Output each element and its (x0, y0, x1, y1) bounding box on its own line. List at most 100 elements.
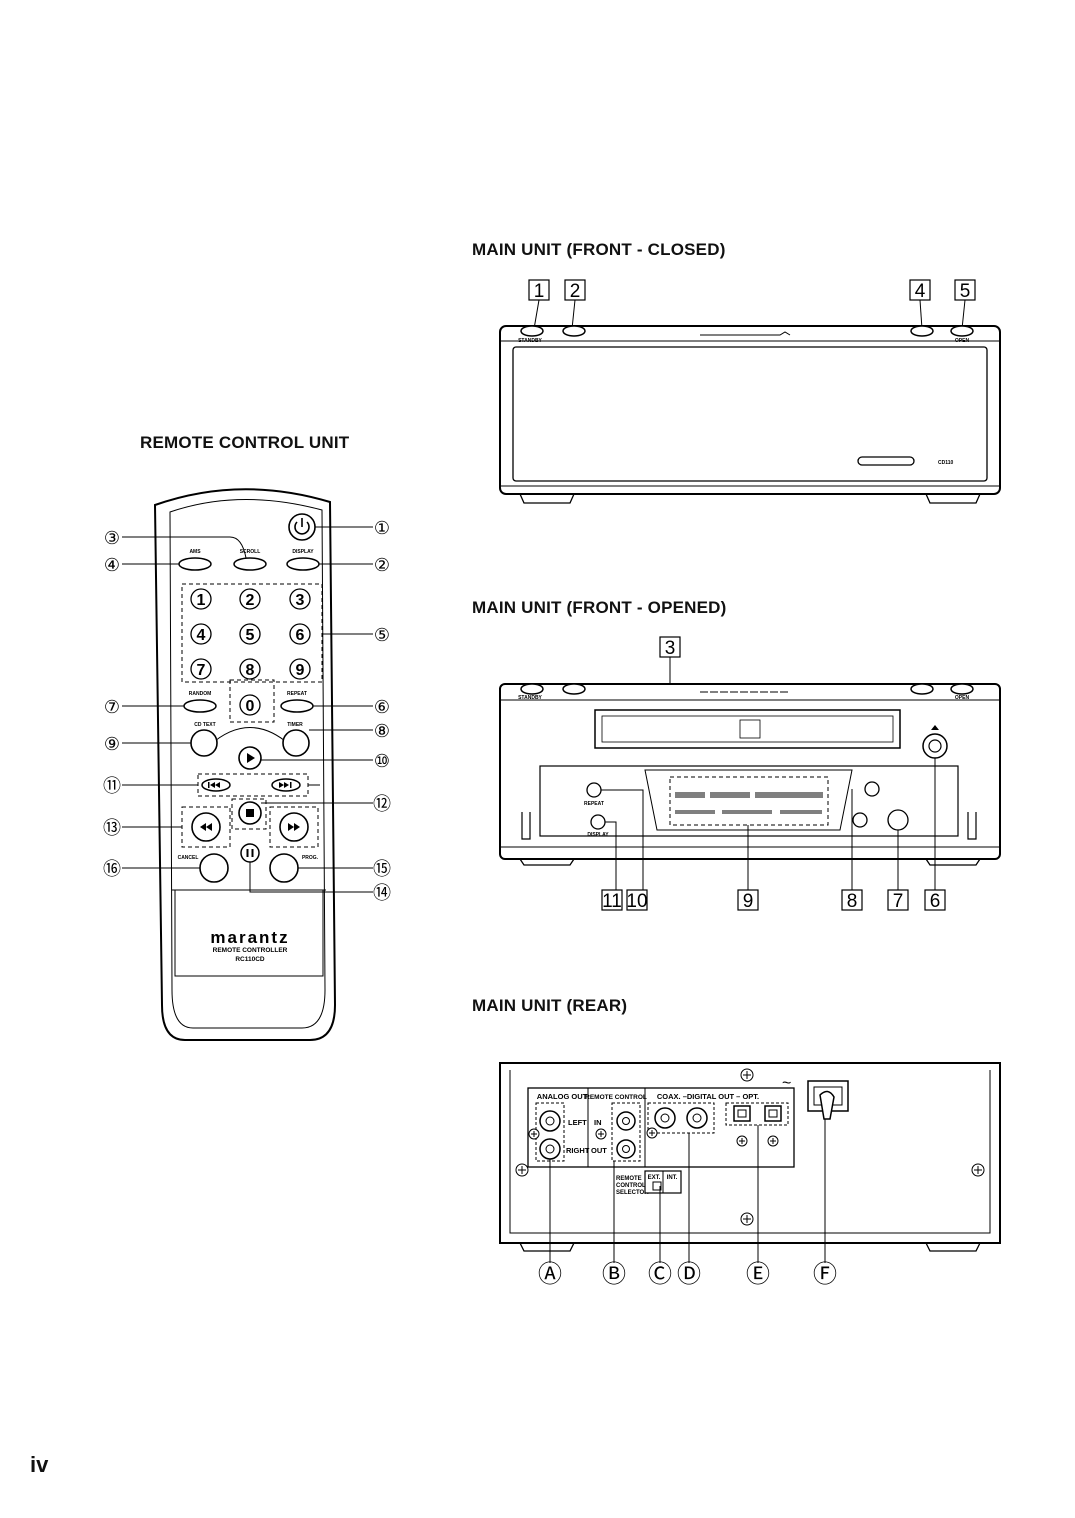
remote-control-label: REMOTE CONTROL (585, 1094, 647, 1101)
digit-2-button[interactable]: 2 (239, 588, 261, 610)
open-label: OPEN (955, 338, 970, 344)
screw-icon (767, 1135, 779, 1147)
standby-label: STANDBY (518, 338, 542, 344)
ext-label: EXT. (648, 1175, 661, 1181)
digit-5-button[interactable]: 5 (239, 623, 261, 645)
model-line-1: REMOTE CONTROLLER (213, 947, 288, 954)
cd-text-label: CD TEXT (194, 722, 215, 728)
optical-out-jack[interactable] (733, 1105, 751, 1122)
callout-3: ③ (104, 528, 120, 548)
remote-sensor (887, 809, 909, 831)
skip-forward-icon (279, 782, 292, 788)
callout-F: Ⓕ (813, 1261, 837, 1288)
pause-icon (246, 849, 254, 857)
callout-box-11: 11 (601, 889, 623, 912)
digit-6-button[interactable]: 6 (289, 623, 311, 645)
callout-box-1: 1 (528, 279, 550, 302)
rewind-icon (200, 823, 212, 831)
ams-button[interactable] (178, 557, 212, 571)
stop-button[interactable] (562, 325, 586, 337)
display-label: DISPLAY (292, 549, 314, 555)
out-label: OUT (591, 1146, 607, 1155)
play-pause-button[interactable] (910, 683, 934, 695)
svg-text:1: 1 (197, 592, 206, 609)
standby-label: STANDBY (518, 695, 542, 701)
analog-right-jack[interactable] (539, 1138, 561, 1160)
analog-left-jack[interactable] (539, 1110, 561, 1132)
remote-out-jack[interactable] (616, 1139, 636, 1159)
front-opened-diagram: 3 STANDBY OPEN REPEAT DISPLAY (499, 636, 1001, 912)
prog-button[interactable] (269, 853, 299, 883)
svg-text:6: 6 (930, 891, 941, 912)
coaxial-out-jack-2[interactable] (686, 1107, 708, 1129)
cd-text-button[interactable] (190, 729, 218, 757)
skip-forward-button[interactable] (864, 781, 880, 797)
display-button[interactable] (286, 557, 320, 571)
standby-button[interactable] (520, 683, 544, 695)
callout-box-4: 4 (909, 279, 931, 302)
callout-5: ⑤ (374, 625, 390, 645)
svg-text:8: 8 (246, 662, 255, 679)
digit-9-button[interactable]: 9 (289, 658, 311, 680)
callout-2: ② (374, 555, 390, 575)
screw-icon (740, 1068, 754, 1082)
selector-label-3: SELECTOR (616, 1190, 649, 1196)
digit-1-button[interactable]: 1 (190, 588, 212, 610)
svg-text:0: 0 (246, 698, 255, 715)
callout-box-2: 2 (564, 279, 586, 302)
digit-3-button[interactable]: 3 (289, 588, 311, 610)
random-label: RANDOM (189, 691, 212, 697)
selector-label-1: REMOTE (616, 1176, 642, 1182)
cancel-button[interactable] (199, 853, 229, 883)
callout-box-5: 5 (954, 279, 976, 302)
front-panel (512, 346, 988, 482)
svg-text:5: 5 (960, 281, 971, 302)
fast-forward-icon (288, 823, 300, 831)
svg-text:5: 5 (246, 627, 255, 644)
digit-4-button[interactable]: 4 (190, 623, 212, 645)
callout-11: ⑪ (103, 776, 121, 796)
svg-text:2: 2 (570, 281, 581, 302)
front-closed-diagram: 1 2 4 5 STANDBY OPEN CD110 (499, 279, 1001, 504)
display-label: DISPLAY (587, 832, 609, 838)
callout-box-3: 3 (659, 636, 681, 659)
svg-text:2: 2 (246, 592, 255, 609)
digit-7-button[interactable]: 7 (190, 658, 212, 680)
stop-button[interactable] (562, 683, 586, 695)
play-icon (247, 753, 255, 763)
random-button[interactable] (183, 699, 217, 713)
remote-diagram: AMS SCROLL DISPLAY 1 2 3 4 5 6 7 8 9 0 R… (103, 488, 391, 1041)
callout-box-10: 10 (626, 889, 648, 912)
heading-rear: MAIN UNIT (REAR) (472, 996, 628, 1015)
open-button[interactable] (950, 683, 974, 695)
open-button[interactable] (950, 325, 974, 337)
repeat-button[interactable] (280, 699, 314, 713)
callout-7: ⑦ (104, 697, 120, 717)
svg-text:9: 9 (743, 891, 754, 912)
in-label: IN (594, 1118, 602, 1127)
ams-label: AMS (189, 549, 201, 555)
skip-back-button[interactable] (852, 812, 868, 828)
callout-10: ⑩ (374, 751, 390, 771)
remote-in-jack[interactable] (616, 1111, 636, 1131)
digit-0-button[interactable]: 0 (239, 694, 261, 716)
timer-button[interactable] (282, 729, 310, 757)
callout-14: ⑭ (373, 883, 391, 903)
standby-button[interactable] (520, 325, 544, 337)
scroll-button[interactable] (233, 557, 267, 571)
optical-out-jack-2[interactable] (764, 1105, 782, 1122)
callout-A: Ⓐ (538, 1261, 562, 1288)
play-pause-button[interactable] (910, 325, 934, 337)
model-label: CD110 (938, 460, 954, 466)
compact-disc-logo (739, 719, 761, 739)
heading-remote: REMOTE CONTROL UNIT (140, 433, 350, 452)
left-label: LEFT (568, 1118, 587, 1127)
callout-6: ⑥ (374, 697, 390, 717)
coaxial-out-jack[interactable] (654, 1107, 676, 1129)
display-button[interactable] (590, 814, 606, 830)
digit-8-button[interactable]: 8 (239, 658, 261, 680)
heading-front-opened: MAIN UNIT (FRONT - OPENED) (472, 598, 727, 617)
pause-button[interactable] (240, 843, 260, 863)
repeat-button[interactable] (586, 782, 602, 798)
callout-box-8: 8 (841, 889, 863, 912)
